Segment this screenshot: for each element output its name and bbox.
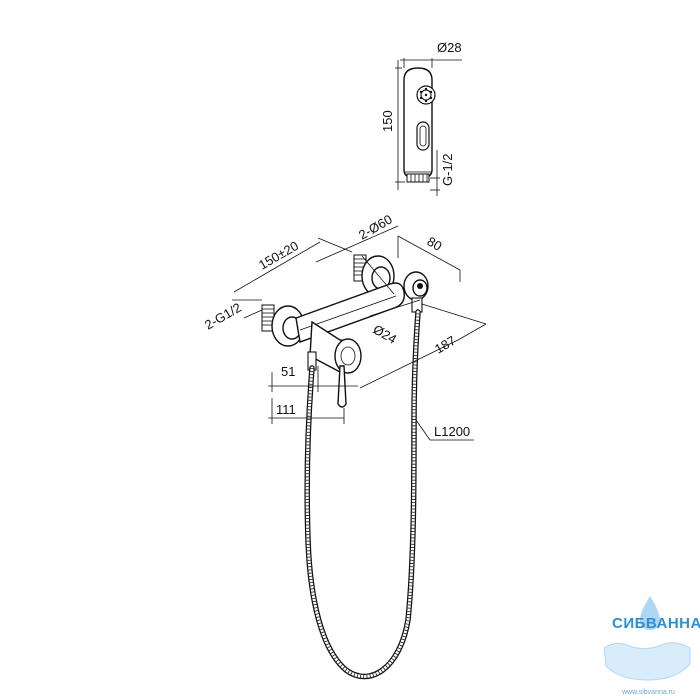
label-handset-diameter: Ø28 <box>437 40 462 55</box>
shower-hose <box>304 309 421 680</box>
watermark-url: www.sibvanna.ru <box>621 689 675 696</box>
label-flange-diameter: 2-Ø60 <box>356 212 395 243</box>
watermark-logo: СИБВАННА www.sibvanna.ru <box>603 596 700 696</box>
label-lever-offset: 51 <box>281 364 295 379</box>
label-centre-distance: 150±20 <box>256 238 301 273</box>
dimension-inlet-thread: 2-G1/2 <box>202 300 263 333</box>
dimension-overall-depth: 187 <box>359 303 487 389</box>
dimension-hose-length: L1200 <box>415 419 474 441</box>
label-inlet-thread: 2-G1/2 <box>202 300 244 333</box>
water-drop-icon <box>640 596 660 630</box>
dimension-handset-thread: G-1/2 <box>430 150 455 196</box>
dimension-centre-distance: 150±20 <box>232 237 353 301</box>
label-hose-length: L1200 <box>434 424 470 439</box>
label-lever-depth: 111 <box>276 402 296 417</box>
dimension-handset-diameter: Ø28 <box>400 40 462 68</box>
spray-nozzle-holes <box>419 87 433 103</box>
label-projection: 80 <box>425 234 445 254</box>
label-bar-diameter: Ø24 <box>371 322 400 347</box>
bathtub-icon <box>603 642 691 681</box>
mixer-assembly <box>261 254 429 408</box>
dimension-handset-length: 150 <box>380 60 405 190</box>
label-overall-depth: 187 <box>432 333 458 357</box>
dimension-projection: 80 <box>397 234 461 282</box>
dimension-lever-depth: 111 <box>268 398 345 424</box>
label-handset-thread: G-1/2 <box>440 153 455 186</box>
dimension-lever-offset: 51 <box>268 364 358 392</box>
hand-shower <box>403 67 436 183</box>
watermark-brand: СИБВАННА <box>612 615 700 632</box>
label-handset-length: 150 <box>380 110 395 132</box>
